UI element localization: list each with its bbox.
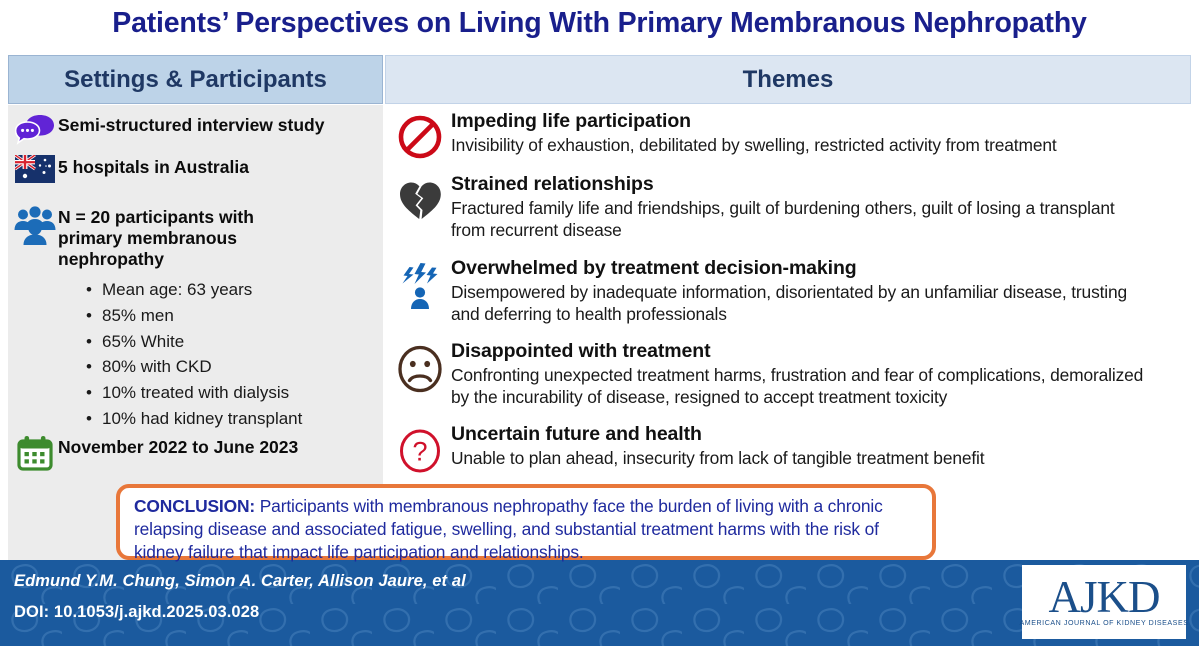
calendar-icon [12, 435, 58, 471]
study-period-row: November 2022 to June 2023 [12, 435, 380, 471]
themes-panel: Impeding life participation Invisibility… [385, 105, 1191, 490]
theme-description: Fractured family life and friendships, g… [451, 198, 1115, 241]
theme-item: Overwhelmed by treatment decision-making… [389, 257, 1189, 325]
bullet-dot: • [86, 409, 92, 429]
page-title: Patients’ Perspectives on Living With Pr… [112, 6, 1087, 39]
theme-item: Impeding life participation Invisibility… [389, 110, 1189, 160]
person-lightning-icon [389, 257, 451, 325]
conclusion-label: CONCLUSION: [134, 496, 256, 516]
column-header-themes: Themes [385, 55, 1191, 104]
theme-item: Strained relationships Fractured family … [389, 173, 1189, 241]
theme-description: Disempowered by inadequate information, … [451, 282, 1128, 325]
list-item: • 80% with CKD [86, 354, 386, 380]
column-header-settings: Settings & Participants [8, 55, 383, 104]
list-item: • Mean age: 63 years [86, 277, 386, 303]
sad-face-icon [389, 340, 451, 408]
theme-heading: Disappointed with treatment [451, 340, 711, 362]
participants-row: N = 20 participants with primary membran… [12, 205, 380, 270]
participants-label: N = 20 participants with primary membran… [58, 207, 254, 269]
bullet-dot: • [86, 357, 92, 377]
footer-band: Edmund Y.M. Chung, Simon A. Carter, Alli… [0, 560, 1199, 646]
study-period-label: November 2022 to June 2023 [58, 437, 299, 457]
bullet-dot: • [86, 383, 92, 403]
list-item-label: 85% men [102, 305, 174, 325]
participant-characteristics-list: •Mean age: 63 years •85% men •65% White … [86, 277, 386, 432]
ajkd-wordmark: AJKD [1048, 571, 1160, 622]
bullet-dot: • [86, 280, 92, 299]
theme-description: Unable to plan ahead, insecurity from la… [451, 448, 985, 468]
list-item-label: 10% had kidney transplant [102, 409, 303, 429]
theme-item: ? Uncertain future and health Unable to … [389, 423, 1189, 475]
list-item-label: 65% White [102, 331, 185, 351]
study-design-label: Semi-structured interview study [58, 115, 325, 135]
people-group-icon [12, 205, 58, 245]
authors-label: Edmund Y.M. Chung, Simon A. Carter, Alli… [14, 572, 466, 590]
question-mark-icon: ? [389, 423, 451, 475]
broken-heart-icon [389, 173, 451, 241]
list-item: • 10% treated with dialysis [86, 380, 386, 406]
theme-description: Confronting unexpected treatment harms, … [451, 365, 1144, 408]
list-item: • 65% White [86, 329, 386, 355]
bullet-dot: • [86, 305, 92, 325]
setting-row: 5 hospitals in Australia [12, 155, 380, 183]
study-design-row: Semi-structured interview study [12, 113, 380, 147]
list-item: • 85% men [86, 303, 386, 329]
setting-label: 5 hospitals in Australia [58, 157, 249, 177]
list-item-label: 80% with CKD [102, 357, 212, 377]
ajkd-subtitle: AMERICAN JOURNAL OF KIDNEY DISEASES [1019, 619, 1189, 628]
ajkd-logo: AJKD AMERICAN JOURNAL OF KIDNEY DISEASES [1019, 565, 1189, 639]
list-item-label: 10% treated with dialysis [102, 383, 290, 403]
no-entry-icon [389, 110, 451, 160]
theme-heading: Strained relationships [451, 173, 654, 195]
theme-heading: Uncertain future and health [451, 423, 702, 445]
svg-text:?: ? [412, 437, 427, 467]
theme-item: Disappointed with treatment Confronting … [389, 340, 1189, 408]
kidney-pattern-background [0, 560, 1199, 646]
conclusion-box: CONCLUSION: Participants with membranous… [116, 484, 936, 562]
conclusion-text: CONCLUSION: Participants with membranous… [134, 495, 918, 564]
list-item: • 10% had kidney transplant [86, 406, 386, 432]
theme-heading: Overwhelmed by treatment decision-making [451, 257, 857, 279]
list-item-label: Mean age: 63 years [102, 280, 253, 299]
conclusion-body: Participants with membranous nephropathy… [134, 496, 883, 563]
australia-flag-icon [12, 155, 58, 183]
theme-heading: Impeding life participation [451, 110, 691, 132]
speech-bubbles-icon [12, 113, 58, 147]
doi-label[interactable]: DOI: 10.1053/j.ajkd.2025.03.028 [14, 603, 260, 621]
bullet-dot: • [86, 331, 92, 351]
theme-description: Invisibility of exhaustion, debilitated … [451, 135, 1057, 155]
